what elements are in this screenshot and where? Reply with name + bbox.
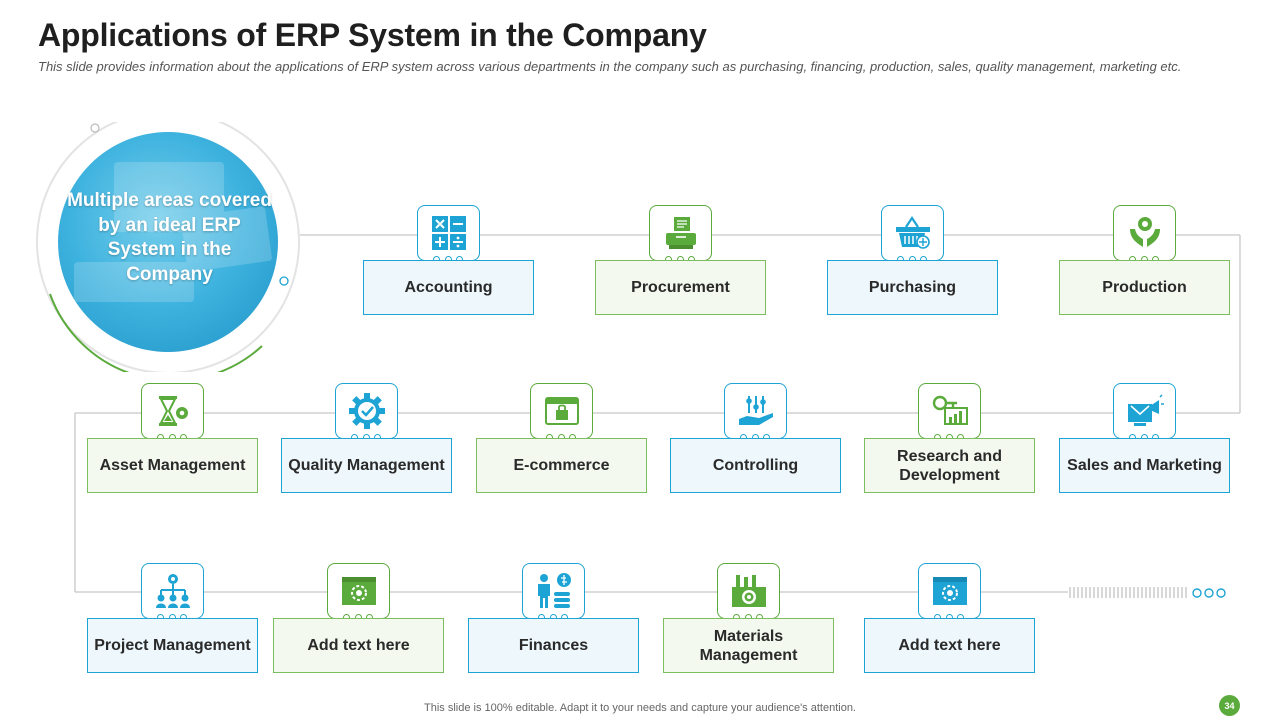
card-e-commerce: E-commerce — [476, 383, 647, 494]
slide-footer: This slide is 100% editable. Adapt it to… — [424, 702, 856, 714]
card-project-management: Project Management — [87, 563, 258, 674]
card-label: Purchasing — [827, 260, 998, 315]
person-coins-icon — [522, 563, 585, 619]
card-materials-management: Materials Management — [663, 563, 834, 674]
page-number-badge: 34 — [1219, 695, 1240, 716]
procurement-icon — [649, 205, 712, 261]
card-label: Add text here — [273, 618, 444, 673]
card-label: Finances — [468, 618, 639, 673]
card-label: Sales and Marketing — [1059, 438, 1230, 493]
browser-gear-icon — [918, 563, 981, 619]
card-quality-management: Quality Management — [281, 383, 452, 494]
hero-circle: Multiple areas covered by an ideal ERP S… — [34, 122, 304, 372]
card-finances: Finances — [468, 563, 639, 674]
card-label: E-commerce — [476, 438, 647, 493]
org-chart-icon — [141, 563, 204, 619]
megaphone-icon — [1113, 383, 1176, 439]
card-add-text-2: Add text here — [864, 563, 1035, 674]
card-purchasing: Purchasing — [827, 205, 998, 316]
card-label: Project Management — [87, 618, 258, 673]
connector-dots — [546, 433, 576, 441]
card-research-development: Research and Development — [864, 383, 1035, 494]
hand-gear-icon — [1113, 205, 1176, 261]
connector-dots — [733, 613, 763, 621]
calculator-icon — [417, 205, 480, 261]
card-label: Production — [1059, 260, 1230, 315]
card-label: Accounting — [363, 260, 534, 315]
browser-gear-icon — [327, 563, 390, 619]
card-label: Asset Management — [87, 438, 258, 493]
card-label: Controlling — [670, 438, 841, 493]
card-label: Materials Management — [663, 618, 834, 673]
card-label: Add text here — [864, 618, 1035, 673]
card-sales-marketing: Sales and Marketing — [1059, 383, 1230, 494]
hourglass-gear-icon — [141, 383, 204, 439]
slide-subtitle: This slide provides information about th… — [38, 59, 1182, 74]
card-add-text-1: Add text here — [273, 563, 444, 674]
card-label: Quality Management — [281, 438, 452, 493]
key-chart-icon — [918, 383, 981, 439]
ecommerce-icon — [530, 383, 593, 439]
card-accounting: Accounting — [363, 205, 534, 316]
hero-caption: Multiple areas covered by an ideal ERP S… — [67, 190, 272, 285]
card-procurement: Procurement — [595, 205, 766, 316]
slide-title: Applications of ERP System in the Compan… — [38, 17, 707, 53]
card-label: Research and Development — [864, 438, 1035, 493]
card-controlling: Controlling — [670, 383, 841, 494]
flow-end-decoration — [1069, 587, 1226, 598]
hand-sliders-icon — [724, 383, 787, 439]
connector-dots — [934, 433, 964, 441]
basket-icon — [881, 205, 944, 261]
factory-gear-icon — [717, 563, 780, 619]
card-label: Procurement — [595, 260, 766, 315]
card-production: Production — [1059, 205, 1230, 316]
gear-check-icon — [335, 383, 398, 439]
card-asset-management: Asset Management — [87, 383, 258, 494]
